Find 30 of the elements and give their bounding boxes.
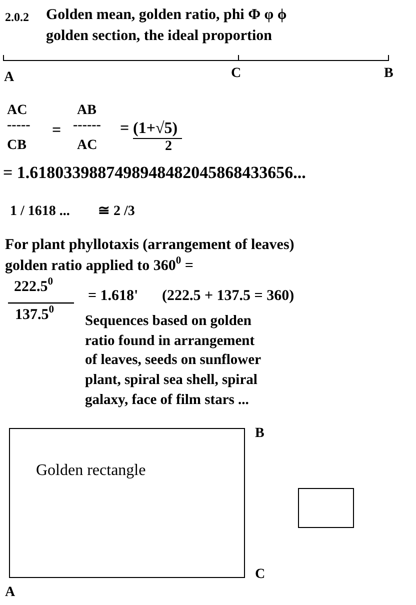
result: = 1.618' bbox=[88, 287, 138, 305]
numerator: AB bbox=[77, 102, 96, 120]
denominator: 2 bbox=[165, 138, 172, 156]
denominator: AC bbox=[77, 137, 98, 155]
sum-note: (222.5 + 137.5 = 360) bbox=[162, 287, 294, 305]
fraction-dashes: ----- bbox=[7, 117, 30, 135]
equals-sign: = bbox=[52, 122, 62, 140]
point-label: C bbox=[231, 65, 242, 83]
point-label: B bbox=[384, 65, 394, 83]
approximation: ≅ 2 /3 bbox=[98, 203, 135, 221]
rectangle bbox=[9, 428, 245, 578]
denominator: CB bbox=[7, 137, 26, 155]
approximation: 1 / 1618 ... bbox=[10, 203, 70, 221]
section-number: 2.0.2 bbox=[5, 9, 29, 26]
denominator: 137.5$^{0}$ bbox=[15, 306, 54, 324]
corner-label: C bbox=[255, 566, 266, 584]
numerator: (1+√5) bbox=[133, 120, 182, 139]
title: Golden mean, golden ratio, phi Φ φ ϕ golden section, the ideal proportion bbox=[46, 6, 288, 46]
equals-sign: = bbox=[120, 120, 130, 138]
corner-label: B bbox=[255, 425, 264, 443]
description: Sequences based on golden ratio found in arrangement of leaves, seeds on sunflower plant, spiral sea shell, spiral galaxy, face of film stars ... bbox=[85, 312, 262, 410]
rectangle-label: Golden rectangle bbox=[36, 462, 146, 480]
corner-label: A bbox=[5, 584, 16, 602]
decimal-value: = 1.6180339887498948482045868433656... bbox=[3, 164, 306, 182]
point-label: A bbox=[4, 69, 14, 87]
rectangle bbox=[298, 488, 354, 528]
numerator: AC bbox=[7, 102, 28, 120]
numerator: 222.5$^{0}$ bbox=[14, 278, 53, 296]
fraction-dashes: ------ bbox=[73, 117, 101, 135]
phyllotaxis-note: For plant phyllotaxis (arrangement of leaves) golden ratio applied to 360$^{0}$ = bbox=[5, 236, 296, 276]
